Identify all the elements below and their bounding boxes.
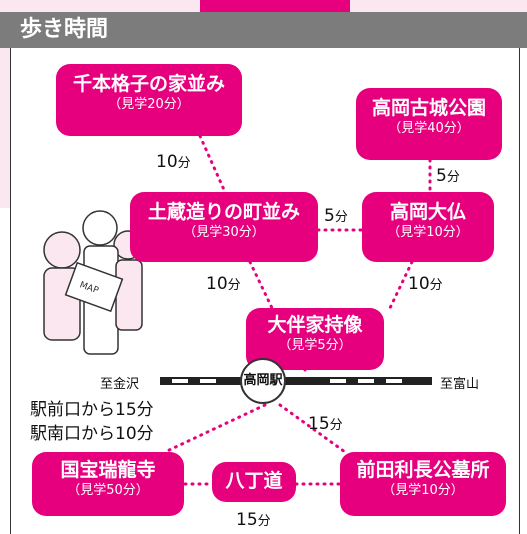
place-name: 前田利長公墓所 [356,459,490,481]
distance-zuiryuji-bosho: 15分 [236,510,271,530]
place-name: 八丁道 [225,470,283,492]
place-takaoka-daibutsu: 高岡大仏 （見学10分） [362,192,494,262]
place-zuiryuji: 国宝瑞龍寺 （見学50分） [32,452,184,516]
top-tab-pink [200,0,350,12]
place-maeda-tomb: 前田利長公墓所 （見学10分） [340,452,506,516]
place-name: 大伴家持像 [267,314,363,336]
top-strip [0,0,527,12]
place-dozo-zukuri: 土蔵造りの町並み （見学30分） [130,192,318,262]
place-senbon-koshi: 千本格子の家並み （見学20分） [56,64,242,136]
place-time: （見学30分） [183,225,265,240]
route-senbon-dozo [198,134,227,194]
route-daibutsu-otomo [388,260,414,310]
place-time: （見学5分） [278,338,352,353]
direction-toyama: 至富山 [440,377,480,392]
place-hatchomichi: 八丁道 [212,462,296,502]
section-title: 歩き時間 [20,17,109,42]
distance-station-bosho: 15分 [308,414,343,434]
place-takaoka-kojo: 高岡古城公園 （見学40分） [356,88,502,160]
distance-dozo-daibutsu: 5分 [324,206,348,226]
route-dozo-otomo [248,260,274,310]
route-station-zuiryuji [163,403,267,454]
place-name: 土蔵造りの町並み [147,201,300,223]
place-name: 高岡古城公園 [371,97,486,119]
family-illustration: MAP [43,210,143,355]
distance-daibutsu-otomo: 10分 [408,274,443,294]
access-front: 駅前口から15分 [30,400,154,420]
railway [160,377,432,385]
left-pink-strip [0,48,10,208]
place-time: （見学10分） [387,225,469,240]
route-station-bosho [278,403,347,454]
place-time: （見学50分） [67,483,149,498]
distance-senbon-dozo: 10分 [156,152,191,172]
takaoka-station: 高岡駅 [240,358,286,404]
section-header: 歩き時間 [0,12,527,48]
access-south: 駅南口から10分 [30,424,154,444]
direction-kanazawa: 至金沢 [100,377,140,392]
place-name: 千本格子の家並み [72,73,225,95]
place-time: （見学20分） [108,97,190,112]
access-note: 駅前口から15分 駅南口から10分 [30,398,154,446]
place-name: 国宝瑞龍寺 [60,459,156,481]
place-name: 高岡大仏 [389,201,466,223]
place-time: （見学10分） [382,483,464,498]
distance-dozo-otomo: 10分 [206,274,241,294]
station-label: 高岡駅 [243,373,283,388]
place-time: （見学40分） [388,121,470,136]
distance-kojo-daibutsu: 5分 [436,166,460,186]
